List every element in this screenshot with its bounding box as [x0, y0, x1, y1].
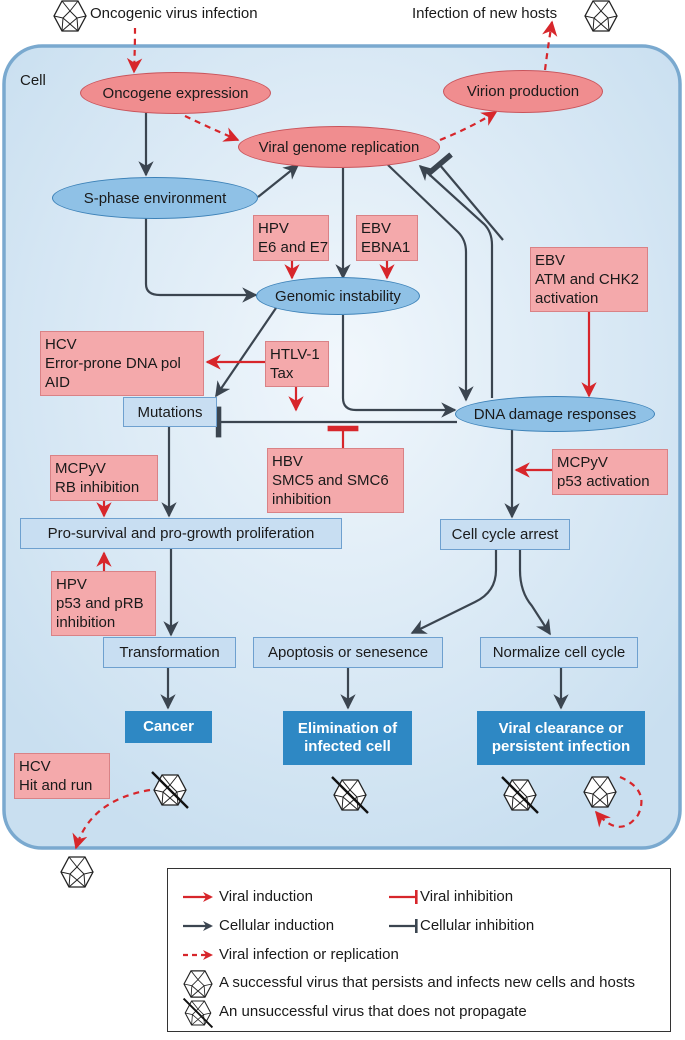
- edge-replication-to-virion: [439, 111, 498, 142]
- virion-production-node: Virion production: [443, 70, 603, 113]
- mcpyv-p53-box: MCPyV p53 activation: [552, 449, 668, 495]
- virus-icon: [53, 0, 87, 32]
- edge-sphase-to-genomic: [144, 217, 258, 303]
- edge-virion-to-hosts: [542, 20, 558, 71]
- viral-clearance-outcome: Viral clearance or persistent infection: [477, 711, 645, 765]
- ebv-atm-chk2-box: EBV ATM and CHK2 activation: [530, 247, 648, 312]
- s-phase-environment-node: S-phase environment: [52, 177, 258, 219]
- box-line: SMC5 and SMC6: [272, 472, 389, 489]
- viral-infection-legend-arrow: [183, 950, 213, 960]
- edge-oncogene-to-replication: [184, 115, 240, 142]
- viral-induction-legend-arrow: [183, 892, 213, 902]
- box-line: HBV: [272, 453, 303, 470]
- oncogenic-virus-infection-label: Oncogenic virus infection: [90, 5, 258, 22]
- legend-unsuccessful-virus: An unsuccessful virus that does not prop…: [219, 1003, 527, 1020]
- box-line: EBV: [535, 252, 566, 269]
- transformation-node: Transformation: [103, 637, 236, 668]
- pro-survival-proliferation-node: Pro-survival and pro-growth proliferatio…: [20, 518, 342, 549]
- apoptosis-senesence-node: Apoptosis or senesence: [253, 637, 443, 668]
- normalize-cell-cycle-node: Normalize cell cycle: [480, 637, 638, 668]
- hbv-smc-box: HBV SMC5 and SMC6 inhibition: [267, 448, 404, 513]
- edge-ddr-inhibits-replication: [425, 152, 504, 241]
- box-line: HPV: [258, 220, 289, 237]
- box-line: EBNA1: [361, 239, 411, 256]
- crossed-virus-icon: [182, 997, 214, 1029]
- edge-replication-to-ddr: [387, 164, 474, 402]
- elimination-outcome: Elimination of infected cell: [283, 711, 412, 765]
- crossed-virus-icon: [151, 771, 189, 809]
- viral-inhibition-legend-bar: [389, 890, 418, 904]
- edge-infection-to-oncogene: [126, 27, 143, 74]
- box-line: ATM and CHK2: [535, 271, 639, 288]
- edge-hit-and-run-exit: [72, 788, 151, 850]
- edge-genomic-to-ddr: [341, 315, 457, 418]
- infection-of-new-hosts-label: Infection of new hosts: [412, 5, 558, 22]
- hcv-error-prone-box: HCV Error-prone DNA pol AID: [40, 331, 204, 396]
- box-line: MCPyV: [557, 454, 608, 471]
- box-line: RB inhibition: [55, 479, 140, 496]
- cancer-outcome: Cancer: [125, 711, 212, 743]
- virus-icon: [584, 0, 618, 32]
- cellular-inhibition-legend-bar: [389, 919, 418, 933]
- mcpyv-rb-box: MCPyV RB inhibition: [50, 455, 158, 501]
- legend-viral-induction: Viral induction: [219, 888, 313, 905]
- box-line: Hit and run: [19, 777, 93, 794]
- edge-arrest-to-apoptosis: [410, 550, 498, 634]
- legend-cellular-inhibition: Cellular inhibition: [420, 917, 535, 934]
- genomic-instability-node: Genomic instability: [256, 277, 420, 315]
- box-line: EBV: [361, 220, 392, 237]
- legend: Viral induction Viral inhibition Cellula…: [167, 868, 671, 1032]
- box-line: inhibition: [272, 491, 332, 508]
- edge-persistent-loop: [594, 775, 643, 828]
- hcv-hit-and-run-box: HCV Hit and run: [14, 753, 110, 799]
- cell-cycle-arrest-node: Cell cycle arrest: [440, 519, 570, 550]
- box-line: Error-prone DNA pol: [45, 355, 181, 372]
- cell-label: Cell: [20, 72, 46, 89]
- edge-arrest-to-normalize: [518, 550, 551, 636]
- box-line: MCPyV: [55, 460, 106, 477]
- virus-icon: [183, 970, 213, 998]
- legend-cellular-induction: Cellular induction: [219, 917, 335, 934]
- hpv-e6-e7-box: HPV E6 and E7: [253, 215, 329, 261]
- box-line: inhibition: [56, 614, 116, 631]
- viral-genome-replication-node: Viral genome replication: [238, 126, 440, 168]
- ebv-ebna1-box: EBV EBNA1: [356, 215, 418, 261]
- crossed-virus-icon: [331, 776, 369, 814]
- legend-viral-inhibition: Viral inhibition: [420, 888, 514, 905]
- edge-genomic-to-mutations: [215, 307, 277, 398]
- legend-viral-infection: Viral infection or replication: [219, 946, 399, 963]
- box-line: HCV: [45, 336, 77, 353]
- htlv-tax-box: HTLV-1 Tax: [265, 341, 329, 387]
- mutations-node: Mutations: [123, 397, 217, 427]
- oncogene-expression-node: Oncogene expression: [80, 72, 271, 114]
- dna-damage-responses-node: DNA damage responses: [455, 396, 655, 432]
- hpv-p53-prb-box: HPV p53 and pRB inhibition: [51, 571, 156, 636]
- crossed-virus-icon: [501, 776, 539, 814]
- box-line: p53 activation: [557, 473, 650, 490]
- box-line: p53 and pRB: [56, 595, 144, 612]
- box-line: E6 and E7: [258, 239, 329, 256]
- virus-icon: [60, 856, 94, 888]
- box-line: HCV: [19, 758, 51, 775]
- legend-successful-virus: A successful virus that persists and inf…: [219, 974, 636, 991]
- virus-icon: [583, 776, 617, 808]
- box-line: Tax: [270, 365, 294, 382]
- box-line: HTLV-1: [270, 346, 320, 363]
- edge-sphase-to-replication: [257, 164, 300, 198]
- edge-ddr-to-replication: [418, 164, 494, 398]
- box-line: activation: [535, 290, 599, 307]
- box-line: AID: [45, 374, 71, 391]
- cellular-induction-legend-arrow: [183, 921, 213, 931]
- box-line: HPV: [56, 576, 87, 593]
